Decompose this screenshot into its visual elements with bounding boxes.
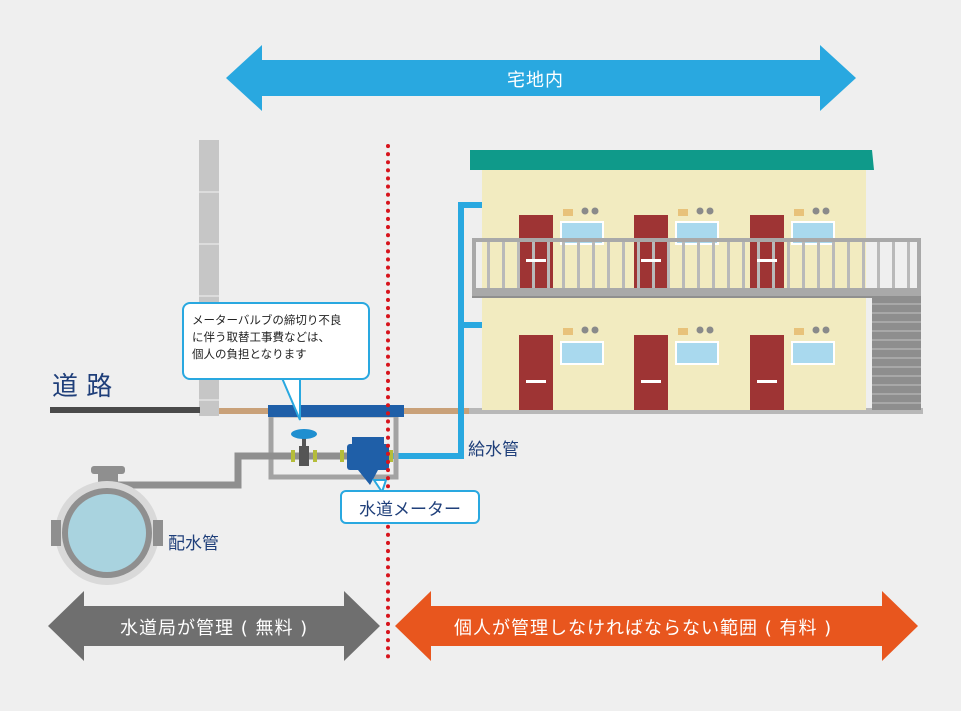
balcony-railing: [472, 238, 921, 242]
door: [750, 215, 784, 290]
utility-managed-label: 水道局が管理 ( 無料 ): [120, 618, 309, 639]
owner-managed-arrow: [395, 591, 918, 661]
distribution-main-label: 配水管: [168, 534, 219, 554]
water-meter: [340, 437, 393, 485]
meter-valve: [291, 429, 317, 466]
service-pipe: [388, 202, 482, 459]
on-premises-label: 宅地内: [507, 70, 564, 91]
on-premises-arrow: [226, 45, 856, 111]
building-ground: [469, 408, 923, 414]
road-surface: [50, 407, 200, 413]
valve-cost-callout: メーターバルブの締切り不良 に伴う取替工事費などは、 個人の負担となります: [182, 302, 370, 380]
apartment-building: [470, 150, 921, 410]
window: [560, 341, 604, 365]
road-label: 道 路: [52, 372, 113, 402]
distribution-main: [51, 466, 163, 585]
roof: [470, 150, 874, 170]
window: [791, 341, 835, 365]
window: [675, 341, 719, 365]
door: [750, 335, 784, 410]
service-pipe-label: 給水管: [468, 440, 519, 460]
callout-line: 個人の負担となります: [192, 347, 307, 361]
water-meter-label: 水道メーター: [340, 490, 480, 524]
staircase: [872, 296, 921, 410]
door: [519, 335, 553, 410]
callout-line: に伴う取替工事費などは、: [192, 330, 330, 344]
callout-line: メーターバルブの締切り不良: [192, 313, 342, 327]
meter-box: [268, 405, 404, 480]
owner-managed-label: 個人が管理しなければならない範囲 ( 有料 ): [454, 618, 833, 639]
utility-managed-arrow: [48, 591, 380, 661]
door: [634, 335, 668, 410]
meter-label-pointer: [372, 479, 388, 495]
water-meter-label-text: 水道メーター: [359, 499, 461, 520]
